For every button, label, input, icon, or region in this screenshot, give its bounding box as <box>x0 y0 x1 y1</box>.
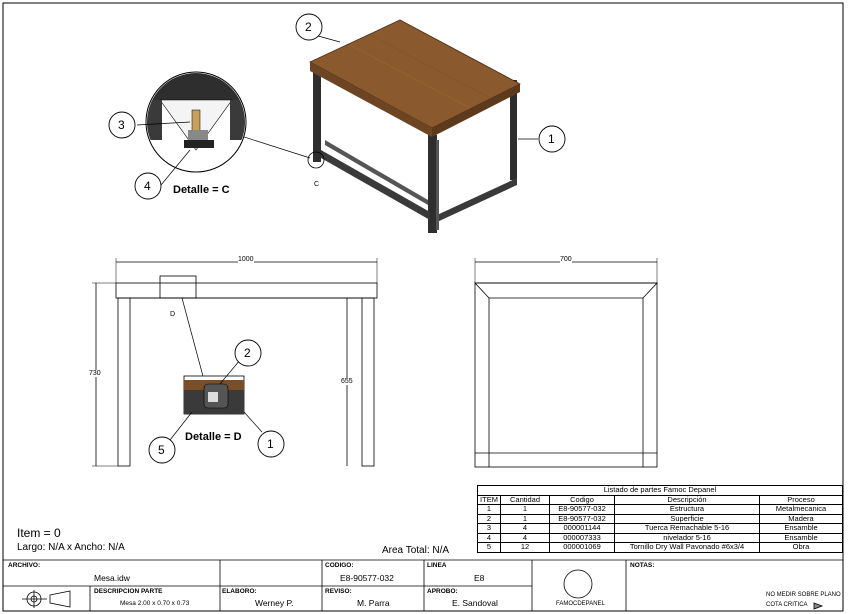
callout-1-iso: 1 <box>548 132 555 146</box>
cell-descripcion: Tornillo Dry Wall Pavonado #6x3/4 <box>614 542 760 553</box>
callout-2-iso: 2 <box>305 20 312 34</box>
parts-list-table: Listado de partes Famoc Depanel ITEM Can… <box>477 485 843 553</box>
cell-descripcion: Estructura <box>614 504 760 515</box>
codigo-label: CODIGO: <box>325 562 354 569</box>
callout-2-front: 2 <box>244 346 251 360</box>
parts-list-title-row: Listado de partes Famoc Depanel <box>477 485 843 496</box>
cell-codigo: 000001144 <box>549 523 615 534</box>
codigo-value: E8-90577-032 <box>340 573 394 583</box>
descripcion-value: Mesa 2.00 x 0.70 x 0.73 <box>120 600 190 607</box>
elaboro-value: Werney P. <box>255 598 294 608</box>
cell-proceso: Metalmecanica <box>759 504 843 515</box>
cell-cantidad: 12 <box>500 542 550 553</box>
detail-d-mark: D <box>170 311 176 318</box>
elaboro-label: ELABORO: <box>222 588 257 595</box>
reviso-label: REVISO: <box>325 588 352 595</box>
side-view <box>474 258 658 468</box>
cell-descripcion: Tuerca Remachable 5-16 <box>614 523 760 534</box>
cell-cantidad: 4 <box>500 523 550 534</box>
linea-label: LINEA <box>427 562 447 569</box>
cell-proceso: Ensamble <box>759 523 843 534</box>
reviso-value: M. Parra <box>357 598 390 608</box>
cell-codigo: E8-90577-032 <box>549 504 615 515</box>
notas-label: NOTAS: <box>630 562 655 569</box>
size-text: Largo: N/A x Ancho: N/A <box>17 542 125 553</box>
aprobo-value: E. Sandoval <box>452 598 498 608</box>
table-row: 5 12 000001069 Tornillo Dry Wall Pavonad… <box>477 542 843 553</box>
archivo-label: ARCHIVO: <box>8 562 41 569</box>
cell-item: 1 <box>477 504 501 515</box>
detail-c-label: Detalle = C <box>173 184 230 196</box>
callout-3: 3 <box>118 118 125 132</box>
parts-list-title: Listado de partes Famoc Depanel <box>477 485 843 496</box>
dimension-inner-height: 655 <box>341 378 353 385</box>
company-logo: FAMOCDEPANEL <box>556 601 605 607</box>
dimension-front-height: 730 <box>89 370 101 377</box>
isometric-table <box>309 19 521 233</box>
detail-c-mark: C <box>314 181 320 188</box>
linea-value: E8 <box>474 573 485 583</box>
descripcion-label: DESCRIPCION PARTE <box>94 588 163 595</box>
dimension-side-width: 700 <box>560 256 572 263</box>
detail-d-label: Detalle = D <box>185 431 242 443</box>
detail-c-view <box>145 71 247 173</box>
cell-proceso: Obra <box>759 542 843 553</box>
area-text: Area Total: N/A <box>382 545 450 556</box>
callout-4: 4 <box>144 179 151 193</box>
cell-item: 5 <box>477 542 501 553</box>
callout-5: 5 <box>158 443 165 457</box>
note-cota-critica: COTA CRITICA <box>766 602 808 608</box>
title-block <box>3 559 843 611</box>
archivo-value: Mesa.idw <box>94 573 130 583</box>
table-row: 3 4 000001144 Tuerca Remachable 5-16 Ens… <box>477 523 843 534</box>
table-row: 1 1 E8-90577-032 Estructura Metalmecanic… <box>477 504 843 515</box>
note-no-medir: NO MEDIR SOBRE PLANO <box>766 592 841 598</box>
item-text: Item = 0 <box>17 526 61 540</box>
cell-item: 3 <box>477 523 501 534</box>
cell-cantidad: 1 <box>500 504 550 515</box>
callout-1-front: 1 <box>267 437 274 451</box>
aprobo-label: APROBO: <box>427 588 458 595</box>
dimension-front-width: 1000 <box>238 256 254 263</box>
cell-codigo: 000001069 <box>549 542 615 553</box>
detail-d-view <box>183 375 245 415</box>
